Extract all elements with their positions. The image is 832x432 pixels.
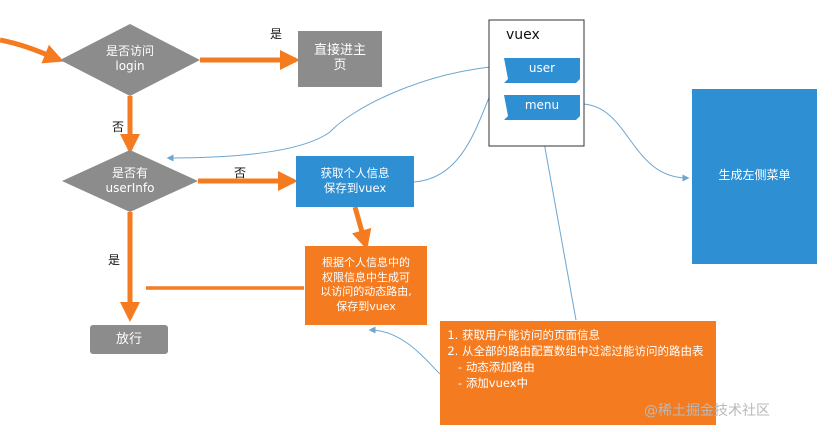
- userinfo-decision-line2: userInfo: [105, 181, 155, 195]
- vuex-to-userinfo-arc: [166, 65, 503, 162]
- goto-home-box: [298, 31, 382, 87]
- userinfo-decision-label: 是否有 userInfo: [84, 166, 176, 196]
- note-item-1: 获取用户能访问的页面信息: [462, 327, 716, 343]
- release-label: 放行: [115, 332, 142, 347]
- login-decision-label: 是否访问 login: [84, 44, 176, 74]
- vuex-menu-slot: [504, 95, 580, 120]
- note-subitem-2: 添加vuex中: [462, 375, 716, 391]
- fetch-info-label: 获取个人信息 保存到vuex: [296, 166, 414, 196]
- goto-home-line1: 直接进主: [313, 43, 366, 58]
- gen-routes-line2: 权限信息中生成可: [322, 270, 410, 284]
- goto-home-line2: 页: [333, 58, 347, 73]
- note-subitem-1: 动态添加路由: [462, 359, 716, 375]
- userinfo-yes-label: 是: [108, 253, 121, 267]
- watermark: @稀土掘金技术社区: [644, 403, 770, 419]
- login-decision: [60, 24, 200, 96]
- userinfo-decision-line1: 是否有: [111, 166, 148, 180]
- gen-routes-line3: 以访问的动态路由,: [320, 285, 412, 298]
- fetch-to-gen-arrow: [352, 206, 372, 250]
- left-menu-box: [692, 89, 817, 264]
- vuex-user-label: user: [528, 61, 556, 75]
- gen-routes-line1: 根据个人信息中的: [322, 256, 410, 269]
- left-menu-label: 生成左侧菜单: [718, 168, 791, 182]
- menu-to-leftmenu-arc: [575, 103, 690, 182]
- vuex-title: vuex: [506, 27, 540, 43]
- note-item-2: 从全部的路由配置数组中过滤过能访问的路由表: [462, 343, 716, 359]
- login-yes-label: 是: [270, 27, 283, 41]
- note-to-gen-arc: [368, 326, 441, 375]
- goto-home-label: 直接进主 页: [298, 43, 382, 73]
- vuex-user-slot: [504, 58, 580, 83]
- fetch-info-line2: 保存到vuex: [323, 181, 387, 195]
- gen-routes-label: 根据个人信息中的 权限信息中生成可 以访问的动态路由, 保存到vuex: [305, 256, 427, 314]
- release-box: [90, 325, 168, 354]
- gen-routes-box: [305, 246, 427, 325]
- steps-note: 获取用户能访问的页面信息 从全部的路由配置数组中过滤过能访问的路由表 动态添加路…: [440, 321, 716, 425]
- vuex-menu-label: menu: [524, 98, 560, 112]
- gen-routes-line4: 保存到vuex: [336, 299, 396, 313]
- login-no-label: 否: [112, 120, 125, 134]
- login-decision-line1: 是否访问: [105, 44, 154, 58]
- note-to-menu-line: [537, 118, 577, 321]
- userinfo-no-label: 否: [234, 166, 247, 180]
- fetch-info-box: [296, 156, 414, 207]
- login-decision-line2: login: [115, 59, 145, 73]
- userinfo-decision: [62, 150, 198, 212]
- entry-arrow: [0, 37, 64, 64]
- fetch-info-line1: 获取个人信息: [320, 166, 390, 180]
